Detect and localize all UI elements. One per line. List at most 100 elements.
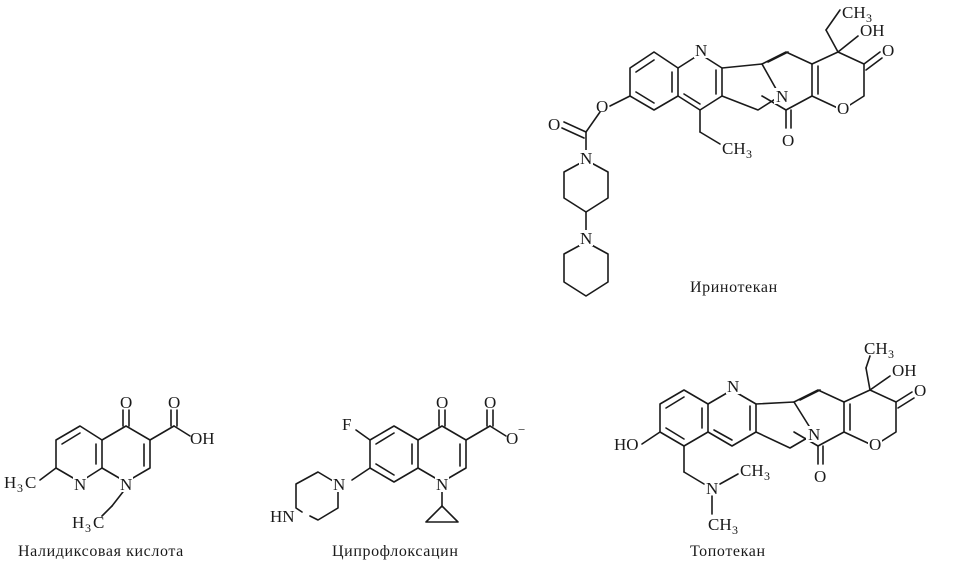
topotecan-ethyl-2 xyxy=(865,355,871,369)
topotecan-ring-a xyxy=(659,389,709,447)
nalidixic-atom-n-left: N xyxy=(74,475,86,494)
topotecan-ring-d xyxy=(793,389,845,447)
cipro-ring-left-double-3 xyxy=(375,463,395,476)
irinotecan-atom-ch3-ethyl: CH xyxy=(722,139,746,158)
nalidixic-cooh-bond xyxy=(149,425,175,441)
cipro-piperazine-2 xyxy=(309,491,339,521)
nalidixic-atom-h3c-bottom-sub: 3 xyxy=(85,521,91,535)
topotecan-ring-a-double-1 xyxy=(665,396,685,409)
topotecan-ch2-n xyxy=(683,471,705,485)
topotecan-atom-o-pyranone-carbonyl: O xyxy=(914,381,926,400)
irinotecan-ethyl-1 xyxy=(825,29,839,53)
irinotecan-carbamate-1 xyxy=(585,111,601,133)
irinotecan-ring-a-double-1 xyxy=(635,59,655,73)
cipro-piperazine-link xyxy=(351,467,371,481)
irinotecan-atom-n-ring: N xyxy=(695,41,707,60)
nalidixic-atom-h3c-bottom: H xyxy=(72,513,84,532)
topotecan-atom-oh: OH xyxy=(892,361,917,380)
topotecan-caption: Топотекан xyxy=(690,543,766,560)
irinotecan-caption: Иринотекан xyxy=(690,279,778,296)
irinotecan-atom-ch3-top: CH xyxy=(842,3,866,22)
irinotecan-atom-o-pyranone-ring: O xyxy=(837,99,849,118)
irinotecan-ring-d xyxy=(761,51,813,111)
cipro-f-bond xyxy=(355,429,371,441)
nalidixic-cooh-oh xyxy=(173,425,191,437)
topotecan-atom-n-ring: N xyxy=(727,377,739,396)
topotecan-structure: N N O O O OH CH 3 HO N CH 3 CH 3 Топотек… xyxy=(614,339,926,560)
topotecan-atom-ch3-top-sub: 3 xyxy=(888,347,894,361)
topotecan-atom-o-lactam: O xyxy=(814,467,826,486)
topotecan-atom-ch3-a-sub: 3 xyxy=(764,469,770,483)
topotecan-pyranone-co-2 xyxy=(897,397,915,409)
cipro-atom-o-anion: O xyxy=(506,429,518,448)
topotecan-ring-b-double-1 xyxy=(713,429,733,441)
irinotecan-atom-o-ester: O xyxy=(596,97,608,116)
irinotecan-atom-ch3-ethyl-sub: 3 xyxy=(746,147,752,161)
cipro-cyclopropyl xyxy=(425,505,459,523)
nalidixic-atom-o-acid: O xyxy=(168,393,180,412)
topotecan-atom-n-lactam: N xyxy=(808,425,820,444)
cipro-atom-n-ring: N xyxy=(436,475,448,494)
irinotecan-ring-d-double xyxy=(767,51,789,63)
irinotecan-ring-c xyxy=(721,63,781,111)
nalidixic-atom-h3c-left-c: C xyxy=(25,473,36,492)
irinotecan-atom-o-pyranone-carbonyl: O xyxy=(882,41,894,60)
cipro-caption: Ципрофлоксацин xyxy=(332,543,459,560)
irinotecan-atom-o-lactam: O xyxy=(782,131,794,150)
nalidixic-ring-right xyxy=(101,425,151,483)
irinotecan-ring-a-double-3 xyxy=(635,91,655,104)
irinotecan-oh-bond xyxy=(837,35,859,53)
cipro-atom-f: F xyxy=(342,415,351,434)
cipro-atom-n-piperazine: N xyxy=(333,475,345,494)
cipro-coo-bond xyxy=(465,425,491,441)
cipro-ring-left-double-1 xyxy=(375,432,395,445)
nalidixic-atom-o-keto: O xyxy=(120,393,132,412)
topotecan-ring-c xyxy=(755,401,815,449)
irinotecan-atom-oh: OH xyxy=(860,21,885,40)
nalidixic-ethyl-2 xyxy=(101,505,113,517)
irinotecan-pyranone-co xyxy=(863,51,881,65)
irinotecan-carbamate-co xyxy=(563,121,587,133)
irinotecan-atom-n-lactam: N xyxy=(776,87,788,106)
nalidixic-atom-h3c-left: H xyxy=(4,473,16,492)
topotecan-oh-bond xyxy=(869,375,891,391)
nalidixic-atom-oh: OH xyxy=(190,429,215,448)
topotecan-atom-ho: HO xyxy=(614,435,639,454)
irinotecan-atom-n-piperidine: N xyxy=(580,149,592,168)
topotecan-n-me-a xyxy=(719,473,739,485)
topotecan-ring-a-double-3 xyxy=(665,427,685,440)
topotecan-ethyl-1 xyxy=(865,367,871,391)
cipro-ring-right xyxy=(417,425,467,483)
irinotecan-atom-ch3-top-sub: 3 xyxy=(866,11,872,25)
nalidixic-acid-structure: O O OH N N H 3 C H 3 C Налидиксовая кисл… xyxy=(4,393,215,560)
irinotecan-structure: N N O O O OH CH 3 CH 3 O O N N Иринотека… xyxy=(548,3,894,297)
irinotecan-pyranone-co-2 xyxy=(865,57,883,71)
cipro-atom-o-acid: O xyxy=(484,393,496,412)
topotecan-atom-n-amine: N xyxy=(706,479,718,498)
irinotecan-piperidine-2 xyxy=(563,241,609,297)
irinotecan-ring-b-double-1 xyxy=(683,93,701,105)
cipro-atom-o-keto: O xyxy=(436,393,448,412)
topotecan-atom-ch3-b: CH xyxy=(708,515,732,534)
topotecan-atom-o-pyranone-ring: O xyxy=(869,435,881,454)
nalidixic-atom-h3c-left-sub: 3 xyxy=(17,481,23,495)
topotecan-atom-ch3-b-sub: 3 xyxy=(732,523,738,537)
nalidixic-atom-h3c-bottom-c: C xyxy=(93,513,104,532)
nalidixic-methyl-left xyxy=(39,467,57,481)
cipro-ring-left xyxy=(369,425,419,483)
irinotecan-ethyl-2 xyxy=(825,9,841,31)
topotecan-pyranone-co-1 xyxy=(895,391,913,403)
nalidixic-ring-left-double-1 xyxy=(61,432,81,445)
cipro-coo-o xyxy=(489,425,507,437)
topotecan-atom-ch3-top: CH xyxy=(864,339,888,358)
irinotecan-atom-n-bipiperidine: N xyxy=(580,229,592,248)
cipro-atom-hn: HN xyxy=(270,507,295,526)
topotecan-ring-d-double xyxy=(799,389,821,401)
topotecan-atom-ch3-a: CH xyxy=(740,461,764,480)
irinotecan-c7-ethyl-2 xyxy=(699,131,721,145)
irinotecan-carbamate-co-2 xyxy=(561,127,585,139)
irinotecan-ester-bond xyxy=(609,95,631,107)
nalidixic-caption: Налидиксовая кислота xyxy=(18,543,184,560)
nalidixic-atom-n-right: N xyxy=(120,475,132,494)
